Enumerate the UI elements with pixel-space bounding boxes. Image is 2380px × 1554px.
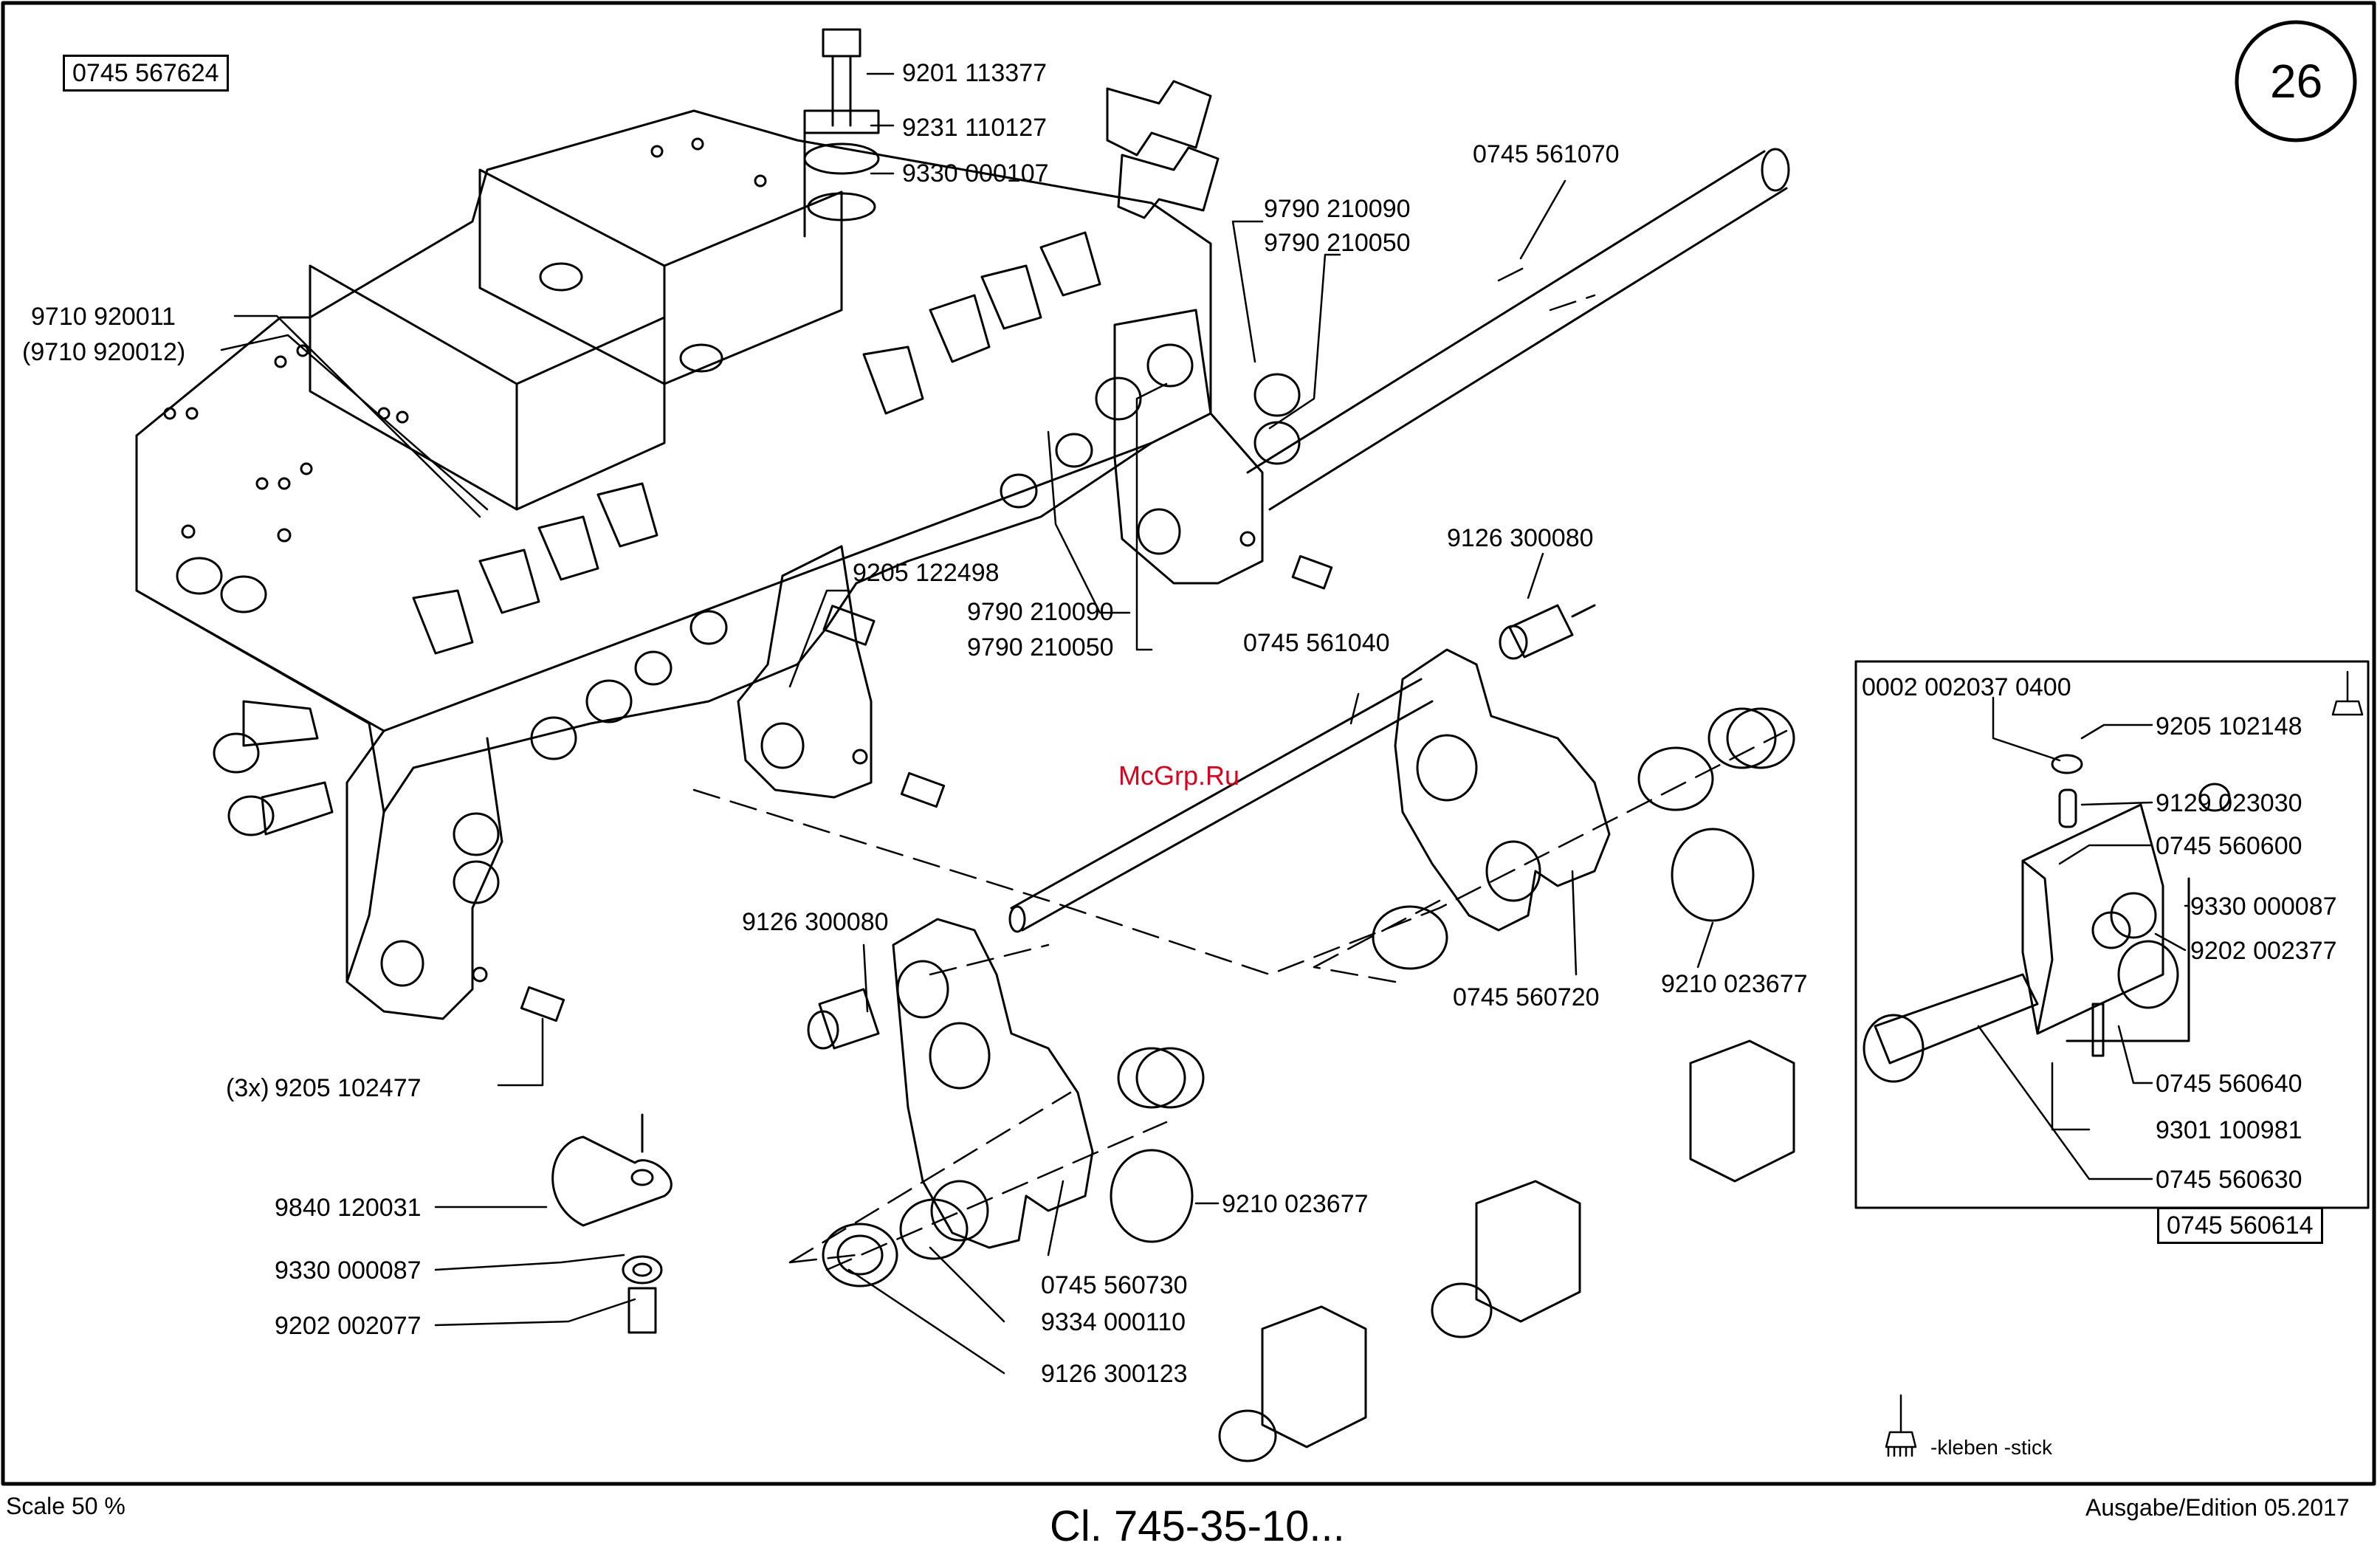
page-number: 26	[2270, 55, 2323, 108]
label-9790-210090-lower: 9790 210090	[967, 598, 1114, 626]
elbow-fittings-top	[1106, 80, 1220, 219]
set-screws	[520, 554, 1333, 1022]
knurled-knobs	[1110, 828, 2179, 1243]
assembly-number: 0745 560614	[2157, 1207, 2323, 1244]
label-9330-000087-left: 9330 000087	[275, 1256, 422, 1285]
quick-couplings	[453, 343, 1301, 904]
edition-label: Ausgabe/Edition 05.2017	[2085, 1494, 2350, 1521]
label-9710-920011: 9710 920011	[31, 303, 176, 331]
label-9129-023030: 9129 023030	[2156, 789, 2302, 817]
label-9210-023677-lower: 9210 023677	[1222, 1190, 1369, 1218]
footer-title: Cl. 745-35-10...	[1050, 1502, 1345, 1550]
label-9330-000087-detail: 9330 000087	[2190, 893, 2337, 921]
hex-fittings-plate	[412, 231, 1101, 655]
leader-lines	[220, 72, 2190, 1375]
elbow-fittings-left	[213, 700, 334, 836]
dashed-assembly-lines	[692, 264, 1788, 1271]
page-frame	[1, 1, 2376, 1486]
label-9790-210090-top: 9790 210090	[1264, 195, 1411, 223]
label-9301-100981: 9301 100981	[2156, 1116, 2302, 1144]
label-9205-102477: 9205 102477	[275, 1074, 422, 1102]
rocker-arm-lower	[807, 918, 1094, 1249]
label-0745-561040: 0745 561040	[1243, 629, 1390, 657]
pin-upper	[1499, 604, 1596, 660]
label-9205-102148: 9205 102148	[2156, 712, 2302, 740]
hose-clamp	[551, 1113, 673, 1334]
detail-box	[1854, 660, 2370, 1209]
label-9126-300123: 9126 300123	[1041, 1360, 1188, 1388]
label-9710-920012: (9710 920012)	[22, 338, 186, 366]
label-9790-210050-lower: 9790 210050	[967, 633, 1114, 661]
legend-text: -kleben -stick	[1930, 1436, 2052, 1459]
label-0002-002037-0400: 0002 002037 0400	[1862, 673, 2071, 701]
label-0745-560630: 0745 560630	[2156, 1166, 2302, 1194]
label-9205-122498: 9205 122498	[853, 559, 1000, 587]
label-0745-560600: 0745 560600	[2156, 832, 2302, 860]
label-9334-000110: 9334 000110	[1041, 1308, 1186, 1336]
shaft-upper	[1246, 148, 1790, 511]
label-9126-300080-upper: 9126 300080	[1447, 524, 1594, 552]
label-9790-210050-top: 9790 210050	[1264, 229, 1411, 257]
label-0745-560640: 0745 560640	[2156, 1070, 2302, 1098]
drawing-number: 0745 567624	[63, 55, 229, 92]
scale-label: Scale 50 %	[6, 1493, 125, 1519]
sensor-blocks	[1218, 1039, 1795, 1462]
main-frame-plate	[135, 109, 1264, 1020]
watermark: McGrp.Ru	[1118, 760, 1240, 791]
label-9840-120031: 9840 120031	[275, 1194, 422, 1222]
shaft-lower	[1008, 678, 1434, 933]
label-0745-560720: 0745 560720	[1453, 983, 1600, 1011]
label-9210-023677-upper: 9210 023677	[1661, 970, 1808, 998]
bolt-stack	[803, 28, 880, 221]
label-0745-560730: 0745 560730	[1041, 1271, 1188, 1299]
label-9201-113377: 9201 113377	[902, 59, 1048, 87]
label-9126-300080-lower: 9126 300080	[742, 908, 889, 936]
page-number-circle	[2235, 20, 2357, 142]
label-9231-110127: 9231 110127	[902, 114, 1048, 142]
label-9202-002377: 9202 002377	[2190, 937, 2337, 965]
label-9202-002077: 9202 002077	[275, 1312, 422, 1340]
label-qty-3x: (3x)	[226, 1074, 269, 1102]
rocker-arm-upper	[1394, 648, 1611, 932]
label-9330-000107: 9330 000107	[902, 159, 1049, 188]
glue-brush-icon	[1885, 670, 2364, 1457]
washers-bushings	[822, 707, 1795, 1287]
label-0745-561070: 0745 561070	[1473, 140, 1620, 168]
